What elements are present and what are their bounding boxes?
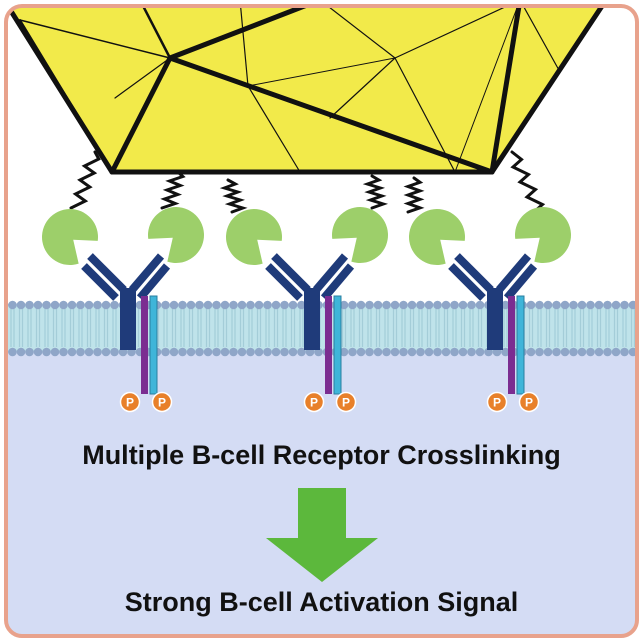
membrane-antibody [448,253,538,350]
activation-signal-caption: Strong B-cell Activation Signal [124,587,519,617]
ig-alpha-chain [141,296,148,394]
membrane-antibody [265,253,355,350]
multivalent-antigen-particle [6,6,609,175]
antigen-binding-domain [515,207,572,264]
figure-frame [4,4,639,638]
phosphate-group: P [335,391,357,413]
ig-beta-chain [149,295,158,395]
ig-beta-chain [333,295,342,395]
phosphate-label: P [525,396,533,410]
antigen-linkers [69,150,546,214]
down-arrow [266,488,378,582]
antigen-binding-domain [147,207,205,263]
ig-alpha-chain [508,296,515,394]
cell-membrane [6,300,637,357]
antigen-binding-domain [332,207,389,263]
phosphate-label: P [342,396,350,410]
phosphate-group: P [486,391,508,413]
phosphate-label: P [126,396,134,410]
linker-tether [160,170,186,210]
phosphate-label: P [158,396,166,410]
antigen-binding-domain [409,209,465,265]
phosphate-group: P [119,391,141,413]
linker-tether [219,178,248,214]
crosslinking-caption: Multiple B-cell Receptor Crosslinking [82,440,561,470]
linker-tether [362,174,389,210]
phosphate-group: P [518,391,540,413]
linker-tether [510,150,546,214]
phosphate-label: P [310,396,318,410]
ig-alpha-chain [325,296,332,394]
antigen-binding-domain [41,209,98,265]
phosphate-group: P [303,391,325,413]
antigen-binding-domain [226,209,282,265]
phosphate-group: P [151,391,173,413]
membrane-antibody [81,253,171,350]
linker-tether [69,150,101,210]
phosphate-label: P [493,396,501,410]
ig-beta-chain [516,295,525,395]
linker-tether [403,176,425,214]
